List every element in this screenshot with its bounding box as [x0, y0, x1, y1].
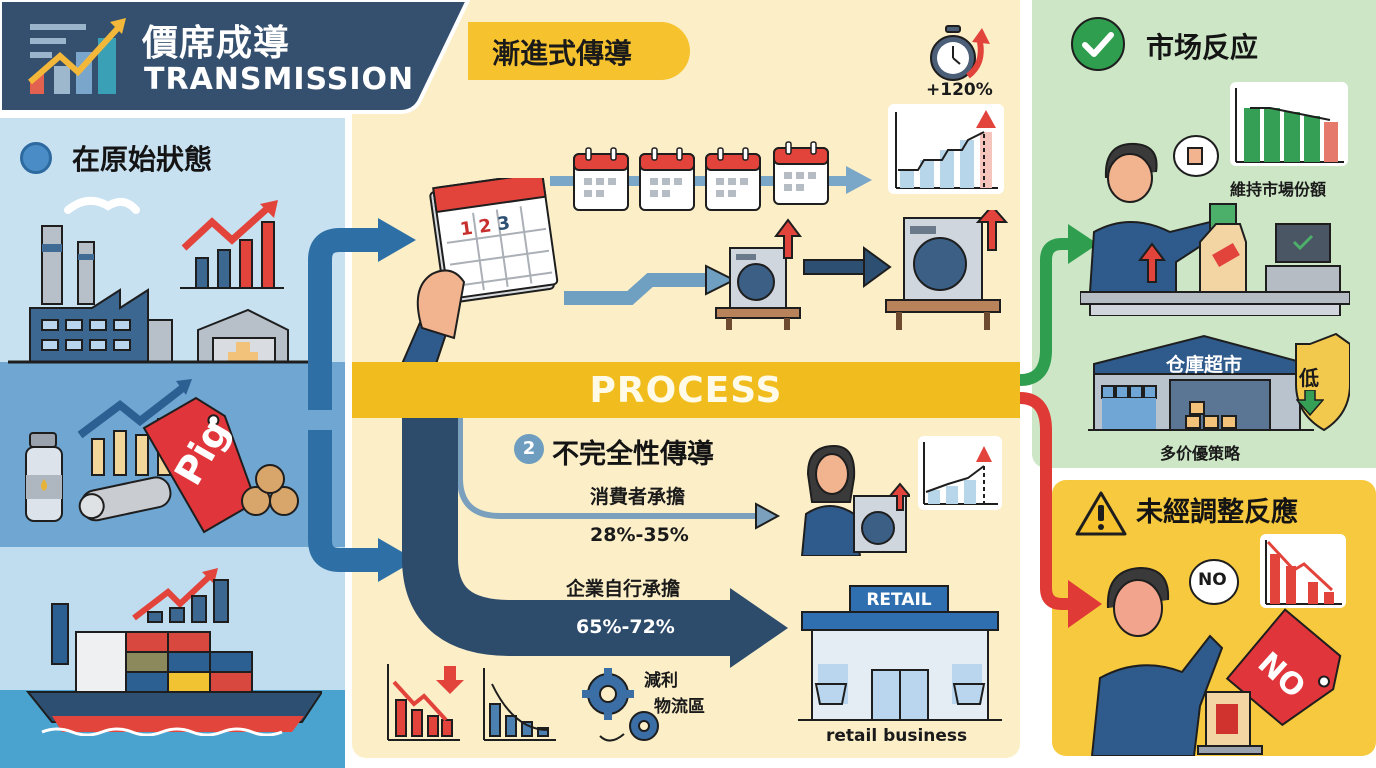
factory-icon — [8, 196, 308, 364]
calendar-digit-2: 2 — [477, 215, 493, 238]
warning-icon — [1075, 491, 1127, 536]
consumer-burden-share: 28%-35% — [590, 524, 689, 546]
input-flow-arrows — [308, 218, 416, 582]
stepped-price-chart — [888, 104, 1004, 194]
consumer-burden-label: 消費者承擔 — [590, 486, 686, 508]
calendar-page-icon — [705, 147, 761, 211]
page-title: 價席成導 — [142, 23, 291, 64]
process-band: PROCESS — [352, 362, 1020, 418]
incomplete-transmission-title: 不完全性傳導 — [552, 439, 714, 470]
cost-note-logistics: 物流區 — [654, 697, 705, 717]
calendar-digit-3: 3 — [496, 212, 512, 236]
retail-sign: RETAIL — [866, 590, 932, 610]
gradual-transmission-title: 漸進式傳導 — [492, 37, 633, 70]
output-flow-arrows — [1019, 224, 1102, 628]
speech-bubble-no: NO — [1198, 570, 1227, 590]
warehouse-strategy-caption: 多价優策略 — [1160, 444, 1241, 463]
cost-note-profit: 減利 — [644, 671, 678, 691]
market-reaction-title: 市场反应 — [1146, 31, 1259, 64]
market-share-caption: 維持市場份額 — [1230, 180, 1327, 199]
process-label: PROCESS — [589, 370, 783, 411]
company-burden-label: 企業自行承擔 — [566, 578, 681, 600]
rejecting-customer-icon — [1090, 559, 1342, 756]
down-arrow-icon — [1296, 390, 1324, 416]
profit-decline-charts — [387, 664, 556, 741]
step-number-badge: 2 — [514, 434, 544, 464]
page-subtitle: TRANSMISSION — [144, 62, 415, 97]
calendar-page-icon — [639, 147, 695, 211]
market-share-chart — [1230, 82, 1348, 166]
warehouse-sign: 仓庫超市 — [1166, 354, 1243, 376]
retail-store-icon — [798, 585, 1002, 721]
trend-chart-logo-icon — [28, 18, 126, 94]
timer-increase-value: +120% — [926, 80, 993, 100]
company-burden-share: 65%-72% — [576, 616, 675, 638]
sales-decline-chart — [1260, 534, 1346, 608]
satisfied-shopper-icon — [1080, 135, 1350, 316]
raw-materials-icon — [25, 379, 299, 534]
gradual-transmission-badge: 漸進式傳導 — [468, 22, 690, 80]
gears-icon — [582, 668, 659, 742]
consumer-with-appliance-icon — [800, 444, 910, 556]
appliance-price-flow — [564, 210, 1009, 330]
state-bullet-icon — [20, 142, 52, 174]
cargo-ship-icon — [25, 568, 322, 736]
cost-notes: 減利 物流區 — [644, 668, 705, 720]
calendar-page-icon — [573, 147, 629, 211]
calendar-timeline — [550, 141, 872, 211]
check-circle-icon — [1071, 17, 1125, 71]
calendar-digit-1: 1 — [458, 217, 475, 241]
original-state-title: 在原始狀態 — [72, 143, 213, 176]
hand-holding-calendar-icon — [400, 178, 559, 364]
retail-business-caption: retail business — [826, 726, 968, 746]
consumer-price-chart — [918, 436, 1002, 510]
calendar-page-icon — [773, 141, 829, 205]
cost-sharing-flows — [402, 418, 788, 668]
stopwatch-icon — [930, 25, 990, 81]
low-price-shield-label: 低 — [1299, 366, 1319, 390]
rising-chart-icon — [180, 200, 284, 289]
unadjusted-reaction-title: 未經調整反應 — [1136, 497, 1298, 528]
